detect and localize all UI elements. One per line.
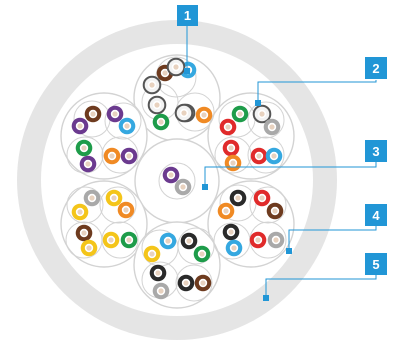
pair-ring	[99, 186, 137, 224]
wire-black	[180, 232, 198, 250]
wire-black	[149, 264, 167, 282]
group-ring-lower-right	[207, 180, 295, 268]
wire-yellow	[105, 189, 123, 207]
pair-ring	[101, 221, 139, 259]
wire-green	[152, 113, 170, 131]
wire-grey	[267, 231, 285, 249]
callout-badge-4: 4	[365, 204, 387, 226]
wire-yellow	[80, 239, 98, 257]
callout-badge-2: 2	[365, 57, 387, 79]
wire-white	[166, 57, 186, 77]
wire-white	[147, 95, 167, 115]
pair-ring	[66, 186, 104, 224]
wire-purple	[79, 155, 97, 173]
wire-brown	[266, 202, 284, 220]
wire-orange	[195, 106, 213, 124]
group-ring-center	[134, 138, 220, 224]
leader-line-3	[204, 162, 377, 187]
callout-anchors	[184, 68, 292, 301]
pair-ring	[66, 136, 104, 174]
anchor-1	[184, 68, 190, 74]
wires	[71, 57, 285, 300]
wire-orange	[103, 147, 121, 165]
pair-ring	[101, 136, 139, 174]
wire-grey	[263, 118, 281, 136]
callout-badge-3: 3	[365, 140, 387, 162]
wire-orange	[117, 201, 135, 219]
wire-yellow	[71, 203, 89, 221]
wire-white	[252, 104, 272, 124]
wire-purple	[162, 166, 180, 184]
pair-ring	[177, 227, 215, 265]
anchor-4	[286, 248, 292, 254]
callout-leaders	[186, 26, 377, 297]
wire-green	[120, 231, 138, 249]
wire-red	[249, 231, 267, 249]
wire-red	[222, 139, 240, 157]
callout-label-1: 1	[184, 8, 191, 23]
wire-blue	[118, 117, 136, 135]
callout-badge-5: 5	[365, 253, 387, 275]
pair-ring	[249, 186, 287, 224]
callout-badge-1: 1	[177, 5, 198, 26]
callout-label-5: 5	[372, 257, 379, 272]
wire-red	[253, 189, 271, 207]
wire-black	[229, 189, 247, 207]
wire-white	[142, 75, 162, 95]
wire-purple	[71, 117, 89, 135]
wire-red	[250, 147, 268, 165]
wire-white	[174, 103, 194, 123]
pair-ring	[158, 162, 196, 200]
anchor-5	[263, 295, 269, 301]
leader-line-5	[265, 275, 377, 297]
leader-line-4	[288, 226, 377, 250]
callout-label-2: 2	[372, 61, 379, 76]
wire-green	[231, 105, 249, 123]
pair-ring	[247, 101, 285, 139]
anchor-2	[255, 100, 261, 106]
wire-purple	[120, 147, 138, 165]
wire-blue	[225, 239, 243, 257]
wire-black	[177, 274, 195, 292]
callout-label-4: 4	[372, 208, 380, 223]
wire-green	[193, 245, 211, 263]
wire-orange	[224, 154, 242, 172]
anchor-3	[202, 184, 208, 190]
leader-line-2	[257, 80, 377, 102]
pair-ring	[175, 264, 213, 302]
wire-grey	[174, 178, 192, 196]
wire-orange	[217, 202, 235, 220]
wire-black	[222, 223, 240, 241]
pair-ring	[247, 136, 285, 174]
pair-ring	[104, 102, 142, 140]
wire-yellow	[102, 231, 120, 249]
wire-yellow	[143, 245, 161, 263]
wire-blue	[159, 232, 177, 250]
wire-grey	[83, 189, 101, 207]
callout-label-3: 3	[372, 144, 379, 159]
wire-red	[219, 118, 237, 136]
wire-grey	[152, 282, 170, 300]
wire-green	[75, 139, 93, 157]
wire-purple	[106, 105, 124, 123]
group-ring-upper-right	[207, 92, 295, 180]
wire-blue	[265, 147, 283, 165]
wire-brown	[75, 224, 93, 242]
wire-brown	[194, 274, 212, 292]
wire-brown	[84, 105, 102, 123]
